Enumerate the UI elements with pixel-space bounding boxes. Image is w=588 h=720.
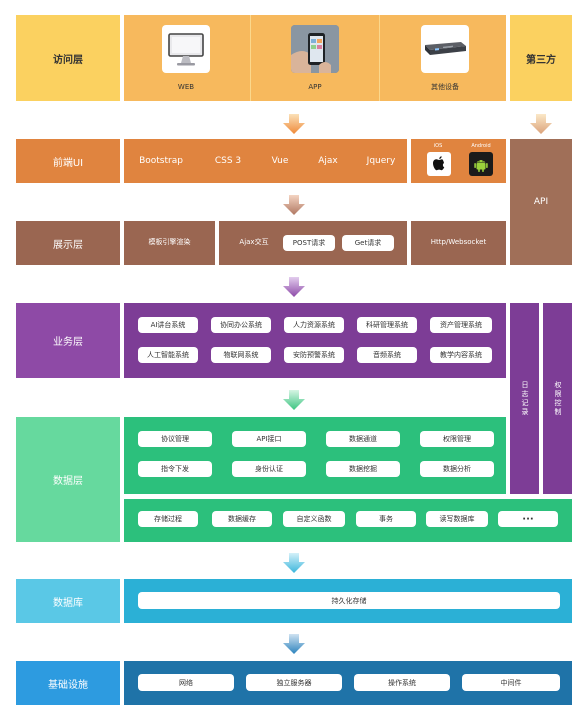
data-service-pill: 数据通道	[326, 431, 400, 447]
log-record-label: 日志记录	[521, 380, 529, 417]
ajax-interaction-label: Ajax交互	[239, 238, 269, 246]
permission-control-label: 权限控制	[554, 380, 562, 417]
business-system-pill: AI讲台系统	[138, 317, 198, 333]
data-service-pill: 数据分析	[420, 461, 494, 477]
frontend-tech-panel	[124, 139, 407, 183]
infrastructure-pill: 网络	[138, 674, 234, 691]
infrastructure-pill: 中间件	[462, 674, 560, 691]
business-system-pill: 音频系统	[357, 347, 417, 363]
ios-label: iOS	[433, 143, 443, 149]
business-system-pill: 资产管理系统	[430, 317, 492, 333]
http-websocket-label: Http/Websocket	[430, 238, 487, 246]
tech-bootstrap: Bootstrap	[139, 156, 183, 166]
data-service-pill: 权限管理	[420, 431, 494, 447]
data-storage-pill: 事务	[356, 511, 416, 527]
down-arrow-icon	[283, 634, 305, 654]
more-pill: ···	[498, 511, 558, 527]
data-storage-pill: 存储过程	[138, 511, 198, 527]
data-storage-panel	[124, 499, 572, 542]
infrastructure-pill: 操作系统	[354, 674, 450, 691]
down-arrow-icon	[283, 195, 305, 215]
api-label: API	[533, 197, 549, 207]
log-record-column: 日志记录	[510, 303, 539, 494]
access-divider	[379, 15, 380, 101]
web-monitor-icon	[162, 25, 210, 73]
business-system-pill: 物联网系统	[211, 347, 271, 363]
tech-jquery: Jquery	[366, 156, 396, 166]
data-layer-label: 数据层	[16, 417, 120, 542]
access-item-web: WEB	[177, 83, 195, 91]
data-services-panel	[124, 417, 506, 494]
data-service-pill: 指令下发	[138, 461, 212, 477]
data-service-pill: API接口	[232, 431, 306, 447]
third-party-label: 第三方	[510, 15, 572, 101]
infrastructure-pill: 独立服务器	[246, 674, 342, 691]
tech-ajax: Ajax	[318, 156, 338, 166]
data-service-pill: 协议管理	[138, 431, 212, 447]
down-arrow-icon	[283, 390, 305, 410]
business-system-pill: 人力资源系统	[284, 317, 344, 333]
data-storage-pill: 读写数据库	[426, 511, 488, 527]
tech-vue: Vue	[271, 156, 289, 166]
server-device-icon	[421, 25, 469, 73]
business-system-pill: 教学内容系统	[430, 347, 492, 363]
down-arrow-icon	[283, 114, 305, 134]
post-request-pill: POST请求	[283, 235, 335, 251]
http-websocket-panel	[411, 221, 506, 265]
apple-icon	[427, 152, 451, 176]
business-layer-label: 业务层	[16, 303, 120, 378]
android-label: Android	[471, 143, 491, 149]
database-layer-label: 数据库	[16, 579, 120, 623]
permission-control-column: 权限控制	[543, 303, 572, 494]
access-divider	[250, 15, 251, 101]
api-panel	[510, 139, 572, 265]
persistent-storage-pill: 持久化存储	[138, 592, 560, 609]
display-layer-label: 展示层	[16, 221, 120, 265]
get-request-pill: Get请求	[342, 235, 394, 251]
data-service-pill: 数据挖掘	[326, 461, 400, 477]
down-arrow-icon	[283, 277, 305, 297]
frontend-layer-label: 前端UI	[16, 139, 120, 183]
android-icon	[469, 152, 493, 176]
data-storage-pill: 数据缓存	[212, 511, 272, 527]
access-layer-label: 访问层	[16, 15, 120, 101]
business-system-pill: 人工智能系统	[138, 347, 198, 363]
down-arrow-icon	[283, 553, 305, 573]
access-item-app: APP	[308, 83, 322, 91]
template-render-label: 模板引擎渲染	[148, 238, 191, 246]
infrastructure-layer-label: 基础设施	[16, 661, 120, 705]
business-systems-panel	[124, 303, 506, 378]
app-phone-icon	[291, 25, 339, 73]
template-render-panel	[124, 221, 215, 265]
business-system-pill: 科研管理系统	[357, 317, 417, 333]
data-service-pill: 身份认证	[232, 461, 306, 477]
business-system-pill: 协同办公系统	[211, 317, 271, 333]
data-storage-pill: 自定义函数	[283, 511, 345, 527]
down-arrow-icon	[530, 114, 552, 134]
business-system-pill: 安防预警系统	[284, 347, 344, 363]
tech-css3: CSS 3	[214, 156, 242, 166]
access-item-other-devices: 其他设备	[431, 83, 459, 91]
